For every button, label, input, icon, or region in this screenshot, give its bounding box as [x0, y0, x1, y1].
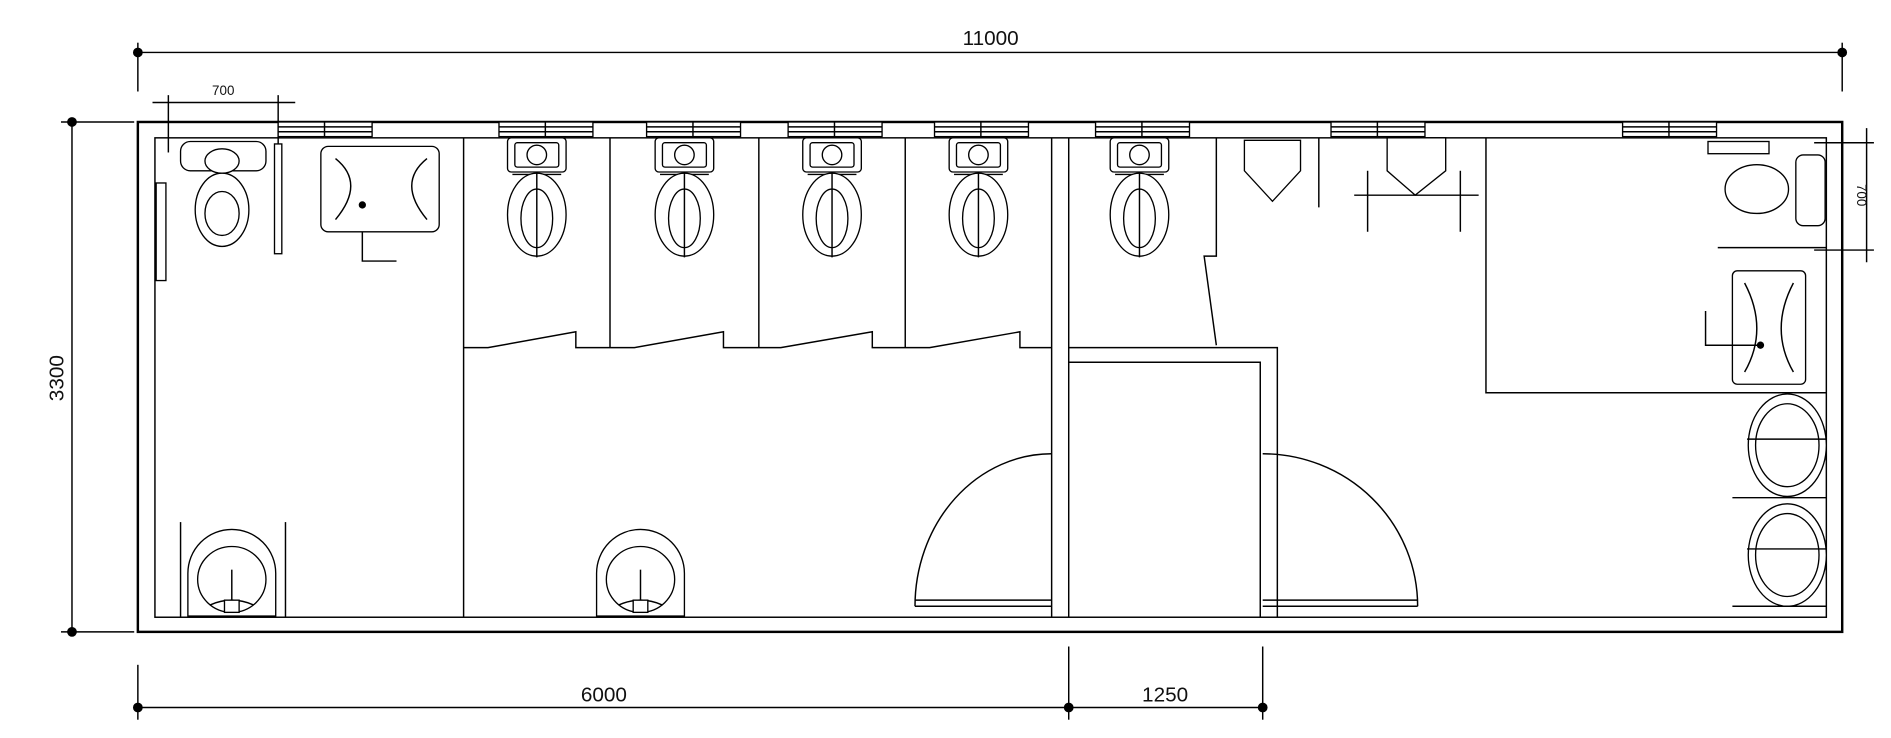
- dimension-overall-depth: 3300: [45, 117, 135, 637]
- dimension-label-1250: 1250: [1142, 683, 1188, 706]
- dimension-label-700-right: 700: [1854, 184, 1869, 206]
- windows: [277, 121, 1718, 138]
- dimension-overall-width: 11000: [132, 27, 1848, 92]
- stall-doors: [463, 330, 1052, 349]
- dimension-label-6000: 6000: [581, 683, 627, 706]
- dimension-label-11000: 11000: [963, 27, 1019, 50]
- wash-basins-right: [1732, 393, 1828, 607]
- urinals: [1243, 137, 1479, 232]
- dimension-label-3300: 3300: [45, 355, 68, 401]
- toilets: [506, 137, 1170, 259]
- accessible-sink: [320, 145, 440, 262]
- partitions: [462, 137, 1827, 618]
- dimension-clearance-right: 700: [1814, 128, 1874, 263]
- right-toilet: [1707, 140, 1827, 249]
- accessible-toilet: [155, 140, 283, 282]
- dimension-bottom: 6000 1250: [132, 646, 1268, 720]
- dimension-label-700-top: 700: [212, 83, 234, 98]
- door-swings: [914, 453, 1419, 607]
- right-sink-counter: [1704, 270, 1807, 385]
- wash-basins-bottom: [179, 522, 686, 618]
